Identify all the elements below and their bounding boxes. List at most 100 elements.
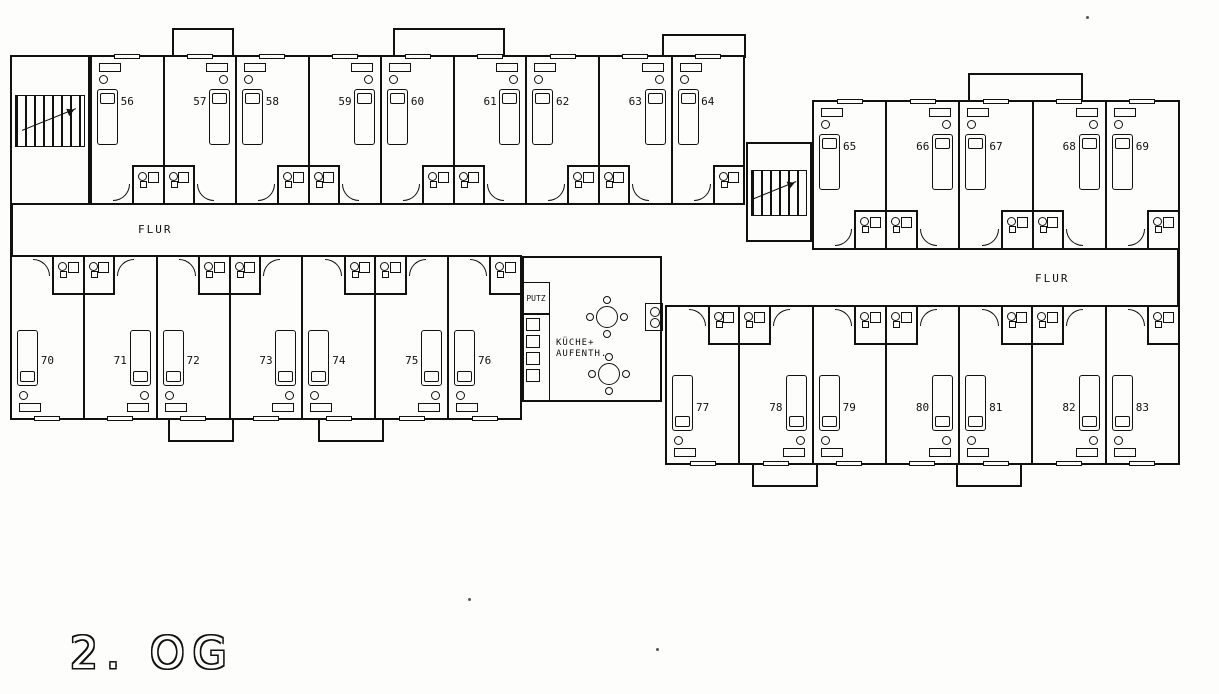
toilet-icon [1037, 217, 1047, 233]
shower-icon [900, 217, 912, 228]
door-arc-icon [632, 184, 650, 201]
bathroom-pod [228, 255, 262, 295]
bed-icon [354, 89, 376, 145]
room-number: 70 [40, 353, 55, 367]
bed-icon [818, 375, 840, 431]
toilet-icon [428, 172, 438, 188]
toilet-icon [458, 172, 468, 188]
room-number: 66 [916, 139, 930, 153]
window-icon [836, 461, 863, 466]
room-number: 69 [1135, 139, 1150, 153]
window-icon [836, 99, 863, 104]
door-arc-icon [178, 259, 196, 276]
door-arc-icon [981, 229, 999, 246]
window-icon [1056, 99, 1083, 104]
bathroom-pod [1031, 305, 1065, 345]
window-icon [549, 54, 576, 59]
toilet-icon [1006, 217, 1016, 233]
window-icon [983, 99, 1009, 104]
room-77: 77 [667, 305, 741, 466]
room-number: 65 [842, 139, 857, 153]
room-74: 74 [303, 255, 377, 421]
kitchen-common-room: PUTZ KÜCHE+ AUFENTH. [522, 256, 662, 402]
desk-icon [534, 63, 557, 72]
shower-icon [723, 312, 735, 323]
bathroom-pod [567, 165, 600, 205]
room-67: 67 [960, 99, 1034, 250]
door-arc-icon [408, 259, 426, 276]
stove-icon [526, 335, 540, 348]
toilet-icon [890, 312, 900, 328]
desk-icon [206, 63, 229, 72]
desk-icon [244, 63, 267, 72]
toilet-icon [1037, 312, 1047, 328]
shower-icon [468, 172, 480, 183]
shower-icon [147, 172, 159, 183]
room-number: 61 [483, 94, 497, 108]
toilet-icon [1006, 312, 1016, 328]
desk-icon [929, 448, 952, 457]
shower-icon [870, 217, 882, 228]
toilet-icon [88, 262, 98, 278]
shower-icon [292, 172, 304, 183]
room-73: 73 [228, 255, 304, 421]
bed-icon [387, 89, 409, 145]
desk-icon [351, 63, 374, 72]
bay-window [393, 28, 505, 58]
toilet-icon [713, 312, 723, 328]
shower-icon [389, 262, 401, 273]
floor-title: 2. OG [70, 628, 235, 679]
door-arc-icon [981, 309, 999, 326]
desk-icon [496, 63, 519, 72]
toilet-icon [860, 217, 870, 233]
bathroom-pod [82, 255, 116, 295]
kitchen-label: KÜCHE+ AUFENTH. [556, 338, 607, 360]
chair-icon [605, 387, 613, 395]
desk-icon [674, 448, 696, 457]
door-arc-icon [548, 184, 566, 201]
stair-treads-icon [15, 95, 85, 147]
bathroom-pod [738, 305, 772, 345]
scan-speck [656, 648, 659, 651]
chair-icon [603, 296, 611, 304]
bathroom-pod [307, 165, 341, 205]
bathroom-pod [374, 255, 407, 295]
bed-icon [532, 89, 554, 145]
chair-icon [674, 436, 683, 445]
room-68: 68 [1031, 99, 1107, 250]
chair-icon [534, 75, 544, 84]
bathroom-pod [52, 255, 85, 295]
chair-icon [821, 120, 830, 129]
bed-icon [454, 330, 476, 386]
room-number: 79 [842, 400, 856, 414]
room-61: 61 [452, 54, 528, 205]
door-arc-icon [113, 184, 131, 201]
desk-icon [1075, 448, 1098, 457]
bathroom-pod [1000, 305, 1034, 345]
door-arc-icon [197, 184, 215, 201]
desk-icon [1113, 448, 1136, 457]
door-arc-icon [1128, 309, 1146, 326]
room-72: 72 [158, 255, 231, 421]
window-icon [909, 461, 936, 466]
corridor-right: FLUR [662, 250, 1180, 305]
window-icon [1129, 461, 1156, 466]
chair-icon [310, 391, 320, 400]
room-70: 70 [12, 255, 85, 421]
toilet-icon [860, 312, 870, 328]
room-64: 64 [673, 54, 746, 205]
stair-treads-icon [751, 170, 807, 216]
window-icon [622, 54, 649, 59]
door-arc-icon [258, 184, 276, 201]
door-arc-icon [688, 309, 706, 326]
bed-icon [1111, 134, 1133, 190]
toilet-icon [283, 172, 293, 188]
room-66: 66 [885, 99, 961, 250]
window-icon [253, 416, 279, 421]
chair-icon [164, 391, 174, 400]
chair-icon [389, 75, 399, 84]
toilet-icon [313, 172, 323, 188]
bathroom-pod [452, 165, 486, 205]
bed-icon [308, 330, 330, 386]
